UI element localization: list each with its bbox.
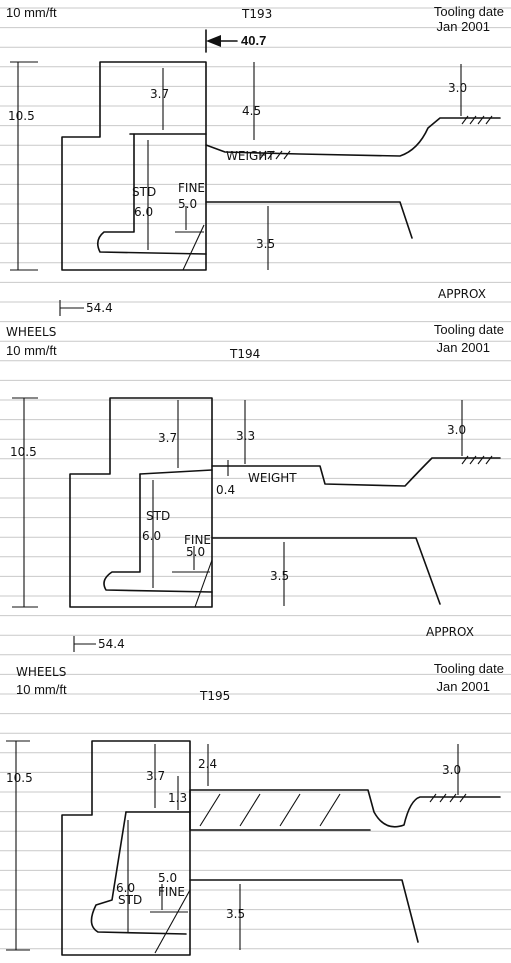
panel-t193: 10 mm/ft T193 Tooling date Jan 2001 40.7 xyxy=(6,4,504,316)
weight-profile xyxy=(211,457,501,487)
header-left: WHEELS xyxy=(6,325,56,339)
scale-label: 10 mm/ft xyxy=(16,682,67,697)
fine-label: FINE xyxy=(178,181,205,195)
flange-line xyxy=(211,537,441,605)
scale-label: 10 mm/ft xyxy=(6,5,57,20)
part-title: T194 xyxy=(229,347,260,361)
weight-block xyxy=(189,789,371,831)
weight-profile xyxy=(189,789,501,828)
header-left: WHEELS xyxy=(16,665,66,679)
fine-dim: 5.0 xyxy=(158,871,177,885)
extra-dim: 0.4 xyxy=(216,483,235,497)
height-dim: 10.5 xyxy=(8,109,35,123)
approx-label: APPROX xyxy=(426,625,474,639)
weight-profile xyxy=(205,117,501,157)
wheel-profile xyxy=(96,133,207,255)
dimension-arrows xyxy=(10,61,462,316)
step-dim: 4.5 xyxy=(242,104,261,118)
std-dim: 6.0 xyxy=(142,529,161,543)
right-dim: 3.0 xyxy=(448,81,467,95)
dimension-arrows xyxy=(12,397,463,652)
step-dim: 3.3 xyxy=(236,429,255,443)
cutter-outline xyxy=(61,740,191,956)
hatch-line xyxy=(194,559,213,608)
width-dim: 54.4 xyxy=(86,301,113,315)
fine-label: FINE xyxy=(158,885,185,899)
panel-t195: WHEELS 10 mm/ft T195 Tooling date Jan 20… xyxy=(6,661,504,956)
part-title: T193 xyxy=(241,7,272,21)
weight-hatch xyxy=(199,793,467,827)
cutter-outline xyxy=(69,397,213,608)
dimension-arrows xyxy=(6,740,459,951)
bottom-dim: 3.5 xyxy=(226,907,245,921)
weight-label: WEIGHT xyxy=(226,149,275,163)
fine-dim: 5.0 xyxy=(186,545,205,559)
std-label: STD xyxy=(132,185,156,199)
std-label: STD xyxy=(118,893,142,907)
fine-dim: 5.0 xyxy=(178,197,197,211)
tooling-label: Tooling date xyxy=(434,4,504,19)
wheel-profile xyxy=(103,473,213,593)
cutter-outline xyxy=(61,61,207,271)
approx-label: APPROX xyxy=(438,287,486,301)
right-dim: 3.0 xyxy=(447,423,466,437)
top-dim: 3.7 xyxy=(158,431,177,445)
tooling-date: Jan 2001 xyxy=(437,340,491,355)
scale-label: 10 mm/ft xyxy=(6,343,57,358)
std-dim: 6.0 xyxy=(134,205,153,219)
flange-line xyxy=(189,879,419,943)
step-dim: 2.4 xyxy=(198,757,217,771)
part-title: T195 xyxy=(199,689,230,703)
arrow-marker-icon xyxy=(206,35,221,47)
weight-hatch xyxy=(461,455,493,465)
right-dim: 3.0 xyxy=(442,763,461,777)
wheel-profile xyxy=(90,811,187,935)
top-dim: 3.7 xyxy=(150,87,169,101)
bottom-dim: 3.5 xyxy=(256,237,275,251)
ruled-lines xyxy=(0,7,511,950)
marker-value: 40.7 xyxy=(241,33,266,48)
weight-label: WEIGHT xyxy=(248,471,297,485)
weight-hatch xyxy=(259,115,493,160)
height-dim: 10.5 xyxy=(10,445,37,459)
step-line xyxy=(139,469,213,475)
top-dim: 3.7 xyxy=(146,769,165,783)
std-label: STD xyxy=(146,509,170,523)
extra-dim: 1.3 xyxy=(168,791,187,805)
hatch-line xyxy=(154,889,191,954)
tooling-label: Tooling date xyxy=(434,322,504,337)
panel-t194: WHEELS 10 mm/ft T194 Tooling date Jan 20… xyxy=(6,322,504,652)
tooling-date: Jan 2001 xyxy=(437,679,491,694)
tooling-date: Jan 2001 xyxy=(437,19,491,34)
fine-label: FINE xyxy=(184,533,211,547)
std-dim: 6.0 xyxy=(116,881,135,895)
width-dim: 54.4 xyxy=(98,637,125,651)
bottom-dim: 3.5 xyxy=(270,569,289,583)
flange-line xyxy=(205,201,413,239)
tooling-label: Tooling date xyxy=(434,661,504,676)
height-dim: 10.5 xyxy=(6,771,33,785)
